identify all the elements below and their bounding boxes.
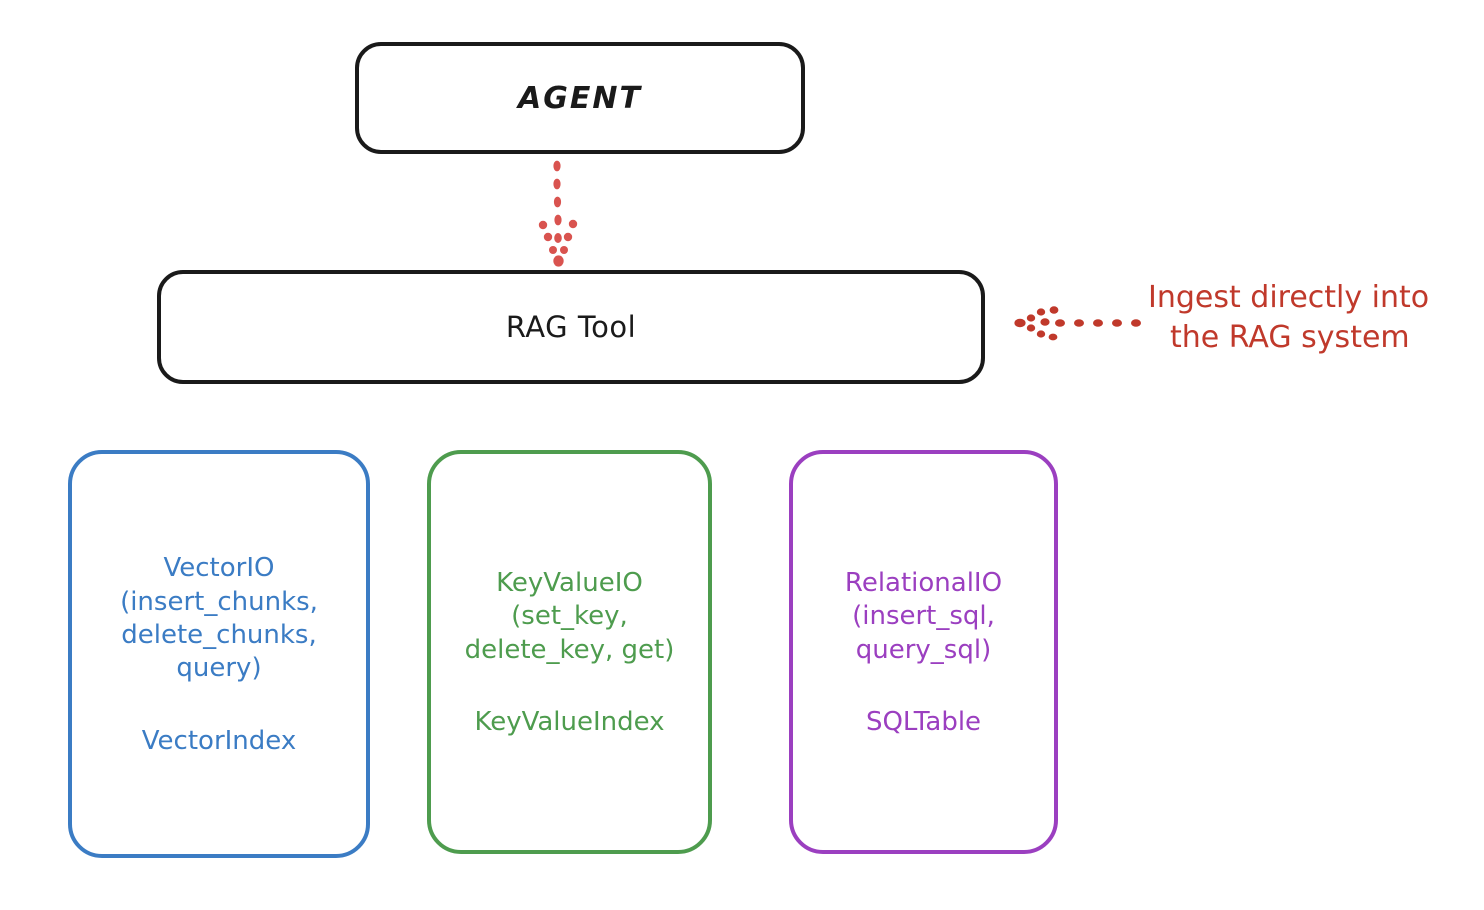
relationalio-api-line-2: (insert_sql, (852, 601, 995, 632)
keyvalueio-api-block: KeyValueIO (set_key, delete_key, get) (465, 567, 675, 667)
keyvalueio-api-line-3: delete_key, get) (464, 634, 675, 665)
vectorio-api-block: VectorIO (insert_chunks, delete_chunks, … (120, 552, 318, 685)
vectorio-index-label: VectorIndex (141, 725, 297, 756)
keyvalueio-node[interactable]: KeyValueIO (set_key, delete_key, get) Ke… (427, 450, 712, 854)
ingest-annotation: Ingest directly into the RAG system (1148, 278, 1478, 357)
agent-node-label: AGENT (518, 80, 642, 116)
vectorio-api-line-2: (insert_chunks, (120, 586, 318, 617)
keyvalueio-api-line-1: KeyValueIO (496, 568, 643, 599)
agent-node[interactable]: AGENT (355, 42, 805, 154)
ingest-annotation-line-2: the RAG system (1170, 319, 1410, 355)
vectorio-api-line-4: query) (176, 653, 262, 684)
relationalio-index-label: SQLTable (865, 706, 982, 737)
vectorio-api-line-1: VectorIO (163, 553, 275, 584)
rag-tool-node[interactable]: RAG Tool (157, 270, 985, 384)
vectorio-api-line-3: delete_chunks, (121, 620, 317, 650)
keyvalueio-api-line-2: (set_key, (511, 601, 628, 632)
relationalio-node[interactable]: RelationalIO (insert_sql, query_sql) SQL… (789, 450, 1058, 854)
relationalio-api-line-3: query_sql) (855, 634, 992, 665)
ingest-annotation-line-1: Ingest directly into (1148, 280, 1430, 315)
keyvalueio-index-label: KeyValueIndex (474, 706, 665, 737)
vectorio-node[interactable]: VectorIO (insert_chunks, delete_chunks, … (68, 450, 370, 858)
relationalio-api-line-1: RelationalIO (844, 568, 1003, 599)
agent-to-rag-arrow (505, 158, 615, 270)
rag-tool-node-label: RAG Tool (505, 310, 637, 344)
relationalio-api-block: RelationalIO (insert_sql, query_sql) (845, 567, 1002, 667)
ingest-arrow (1012, 296, 1152, 350)
